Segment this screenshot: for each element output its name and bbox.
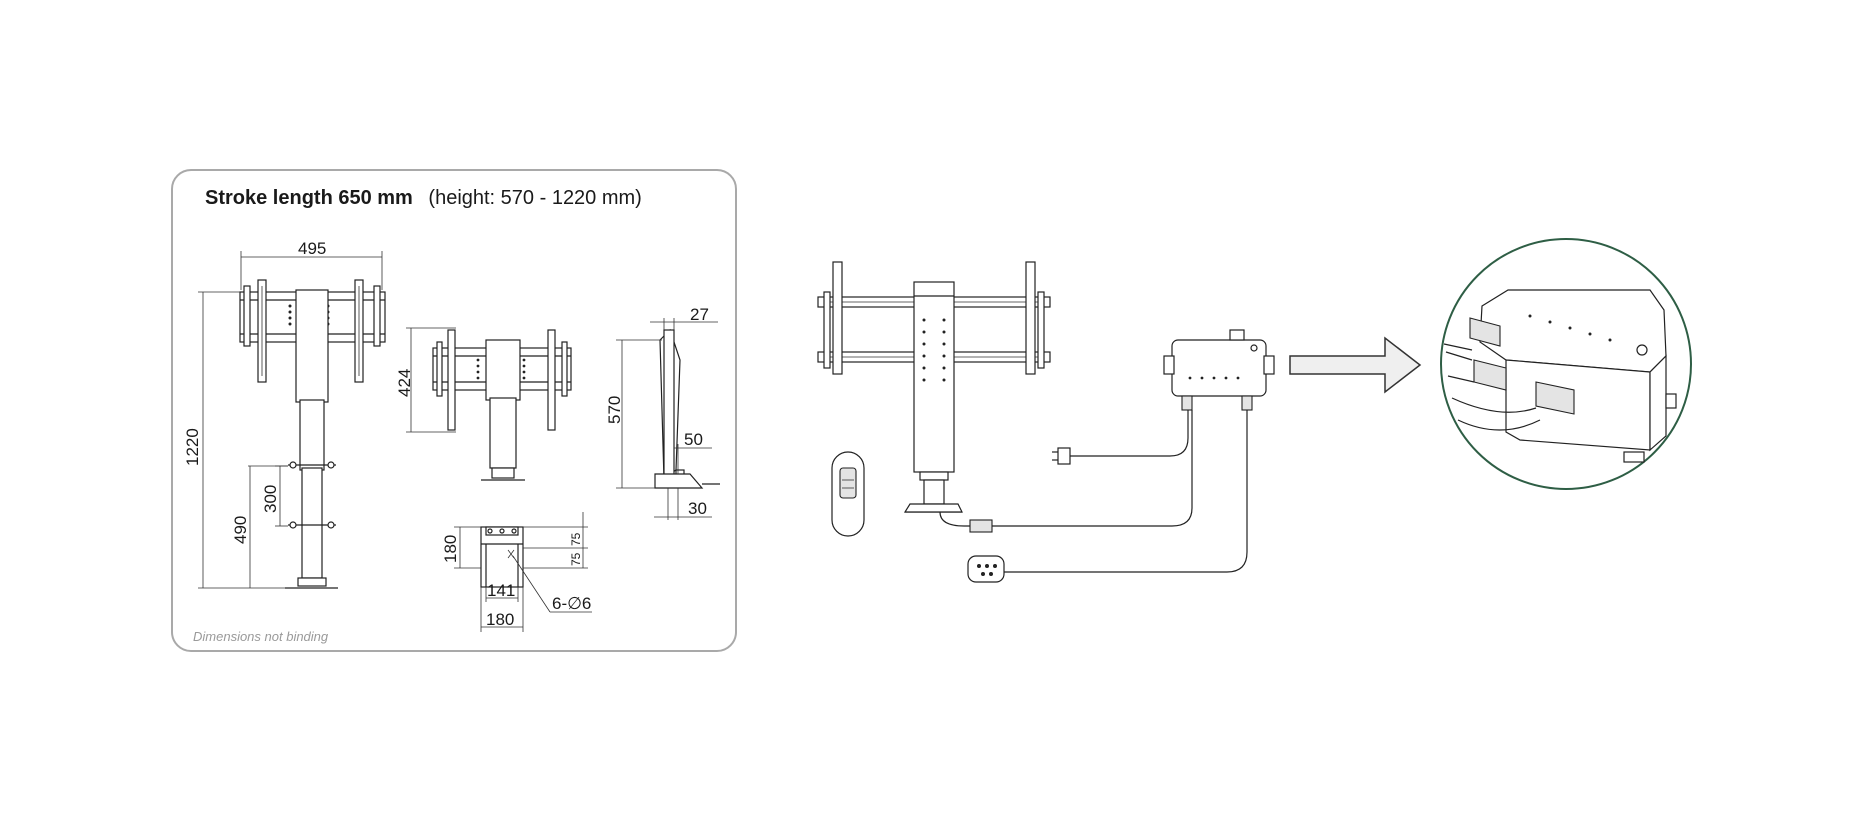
dim-pole-span: 300 [261,485,280,513]
dim-mount-height: 424 [395,369,414,397]
dim-foot-offset: 50 [684,430,703,449]
dim-base-inner-a: 75 [569,532,583,546]
dim-foot-depth: 30 [688,499,707,518]
dim-holes: 6-∅6 [552,594,591,613]
panel-title: Stroke length 650 mm (height: 570 - 1220… [205,187,642,210]
height-range-label: (height: 570 - 1220 mm) [428,187,642,209]
front-view-lift: 495 [183,239,386,589]
dim-side-height: 570 [605,396,624,424]
assembly-view [817,238,1692,583]
dim-base-height: 490 [231,516,250,544]
stroke-length-label: Stroke length 650 mm [205,187,413,209]
dim-width-top: 495 [298,239,326,258]
base-plate-detail: 180 75 75 141 180 6-∅6 [441,512,592,632]
dim-base-width: 180 [486,610,514,629]
dim-hole-span: 141 [487,581,515,600]
side-view-lift: 27 570 50 30 [605,305,720,520]
disclaimer-note: Dimensions not binding [193,629,329,644]
dim-depth: 27 [690,305,709,324]
dim-total-height: 1220 [183,428,202,466]
detail-arrow-icon [1289,336,1422,394]
dim-base-side: 180 [441,535,460,563]
retracted-view-lift: 424 [395,327,572,481]
dim-base-inner-b: 75 [569,552,583,566]
